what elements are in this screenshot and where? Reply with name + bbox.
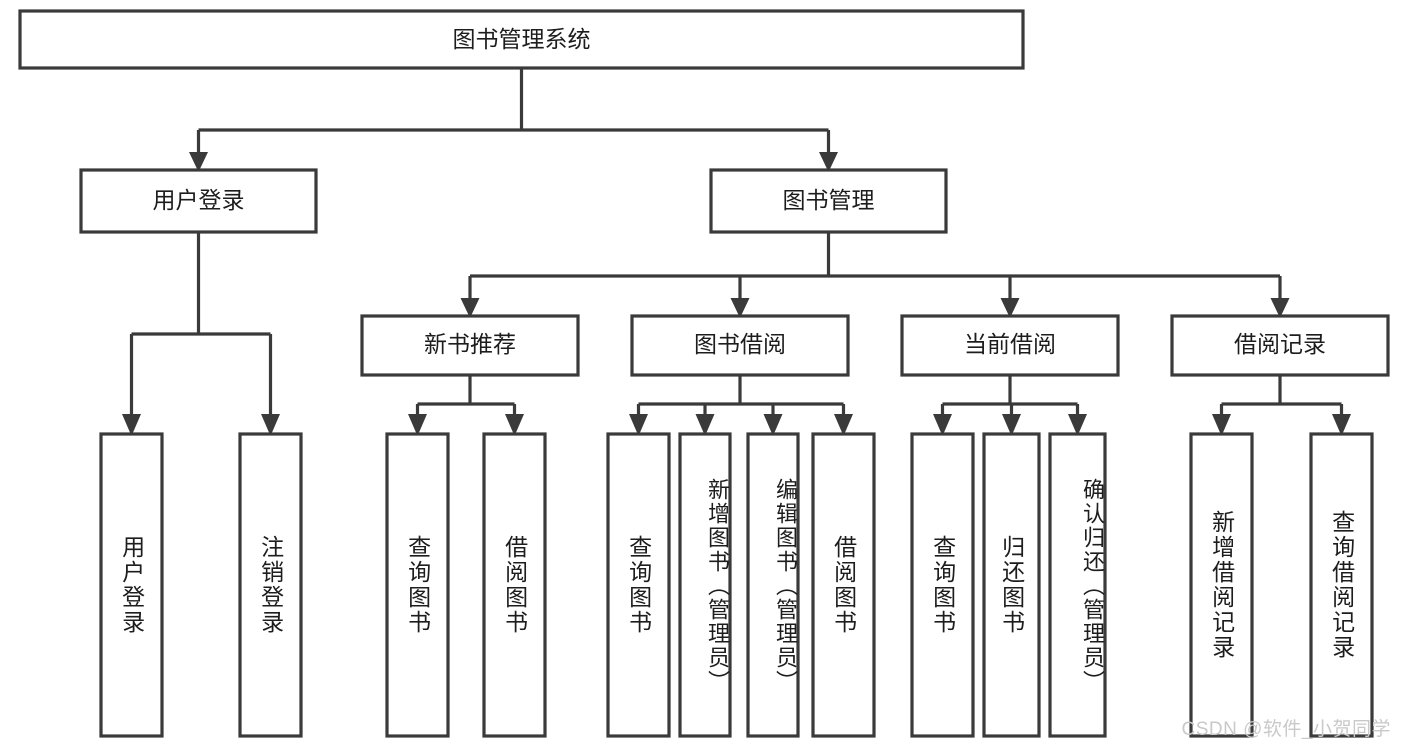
node-leaf-edit-book-box[interactable] [746,432,800,738]
node-leaf-borrow-book-1-box[interactable] [482,432,547,738]
node-leaf-borrow-book-2-label: 借阅图书 [830,535,857,635]
node-user-login-box[interactable] [79,168,318,234]
node-leaf-query-record-box[interactable] [1309,432,1374,738]
node-leaf-add-record-label: 新增借阅记录 [1208,510,1235,660]
connector-borrowrecord-bus [1219,375,1344,416]
arrow-icon-to-leaf-edit-book [763,414,783,436]
node-leaf-logout-label: 注销登录 [257,535,284,635]
node-root-box[interactable] [18,9,1025,70]
node-book-manage[interactable]: 图书管理 [709,168,948,234]
node-book-borrow-label: 图书借阅 [694,331,786,357]
node-leaf-user-login-label: 用户登录 [118,535,145,635]
arrow-icon-to-leaf-add-book [695,414,715,436]
node-leaf-query-book-1-label: 查询图书 [404,535,431,635]
node-leaf-query-book-1-box[interactable] [385,432,450,738]
node-leaf-user-login-box[interactable] [99,432,164,738]
node-current-borrow[interactable]: 当前借阅 [900,314,1120,377]
arrow-icon-to-leaf-add-record [1212,414,1231,436]
arrow-icon-to-leaf-return-book [1002,414,1021,436]
node-leaf-add-book-label: 新增图书（管理员） [705,478,730,694]
node-leaf-add-record-box[interactable] [1189,432,1254,738]
connector-newbook-bus [415,375,517,416]
arrow-icon-to-leaf-query-book-3 [933,414,952,436]
node-book-manage-box[interactable] [709,168,948,234]
node-leaf-edit-book-label: 编辑图书（管理员） [773,478,798,694]
arrow-icon-to-leaf-query-record [1332,414,1351,436]
arrow-icon-to-leaf-logout [261,414,280,436]
node-leaf-logout-box[interactable] [238,432,303,738]
node-root-label: 图书管理系统 [453,26,591,52]
node-root[interactable]: 图书管理系统 [18,9,1025,70]
node-current-borrow-box[interactable] [900,314,1120,377]
node-book-borrow-box[interactable] [630,314,850,377]
arrow-icon-to-leaf-user-login [122,414,141,436]
arrow-icon-to-leaf-confirm-return [1068,414,1087,436]
connector-bookborrow-bus [636,375,846,416]
node-leaf-return-book-label: 归还图书 [998,535,1025,635]
node-new-book-rec-box[interactable] [360,314,580,377]
arrow-icon-to-leaf-borrow-book-2 [834,414,853,436]
arrow-icon-to-borrow-record [1270,298,1290,318]
node-leaf-query-book-2-box[interactable] [606,432,671,738]
connector-userlogin-bus [129,232,273,416]
node-leaf-query-book-3-box[interactable] [910,432,975,738]
arrow-icon-to-current-borrow [1000,298,1020,318]
node-new-book-rec[interactable]: 新书推荐 [360,314,580,377]
watermark-text: CSDN @软件_小贺同学 [1181,719,1391,740]
node-borrow-record-label: 借阅记录 [1234,331,1326,357]
node-borrow-record[interactable]: 借阅记录 [1170,314,1390,377]
node-leaf-return-book-box[interactable] [982,432,1041,738]
node-leaf-query-book-2-label: 查询图书 [625,535,652,635]
node-current-borrow-label: 当前借阅 [964,331,1056,357]
node-leaf-confirm-return-label: 确认归还（管理员） [1080,478,1105,694]
node-leaf-borrow-book-2-box[interactable] [811,432,876,738]
arrow-icon-to-book-manage [819,152,838,172]
node-book-borrow[interactable]: 图书借阅 [630,314,850,377]
arrow-icon-to-leaf-borrow-book-1 [505,414,524,436]
arrow-icon-to-book-borrow [730,298,750,318]
node-leaf-confirm-return-box[interactable] [1048,432,1107,738]
node-leaf-borrow-book-1-label: 借阅图书 [501,535,528,635]
node-leaf-add-book-box[interactable] [678,432,732,738]
node-leaf-query-book-3-label: 查询图书 [929,535,956,635]
node-borrow-record-box[interactable] [1170,314,1390,377]
node-leaf-query-record-label: 查询借阅记录 [1328,510,1355,660]
arrow-icon-to-leaf-query-book-1 [408,414,427,436]
connector-currentborrow-bus [940,375,1080,416]
connector-root-bus [196,68,831,152]
leaf-layer [99,432,1374,738]
connector-bookmanage-bus [468,232,1282,298]
arrow-icon-to-user-login [189,152,208,172]
arrow-icon-to-leaf-query-book-2 [629,414,648,436]
arrow-icon-to-new-book-rec [460,298,480,318]
node-user-login[interactable]: 用户登录 [79,168,318,234]
node-new-book-rec-label: 新书推荐 [424,331,516,357]
arrowhead-layer [122,152,1351,436]
connector-layer [129,68,1344,416]
node-user-login-label: 用户登录 [153,187,245,213]
node-book-manage-label: 图书管理 [783,187,875,213]
